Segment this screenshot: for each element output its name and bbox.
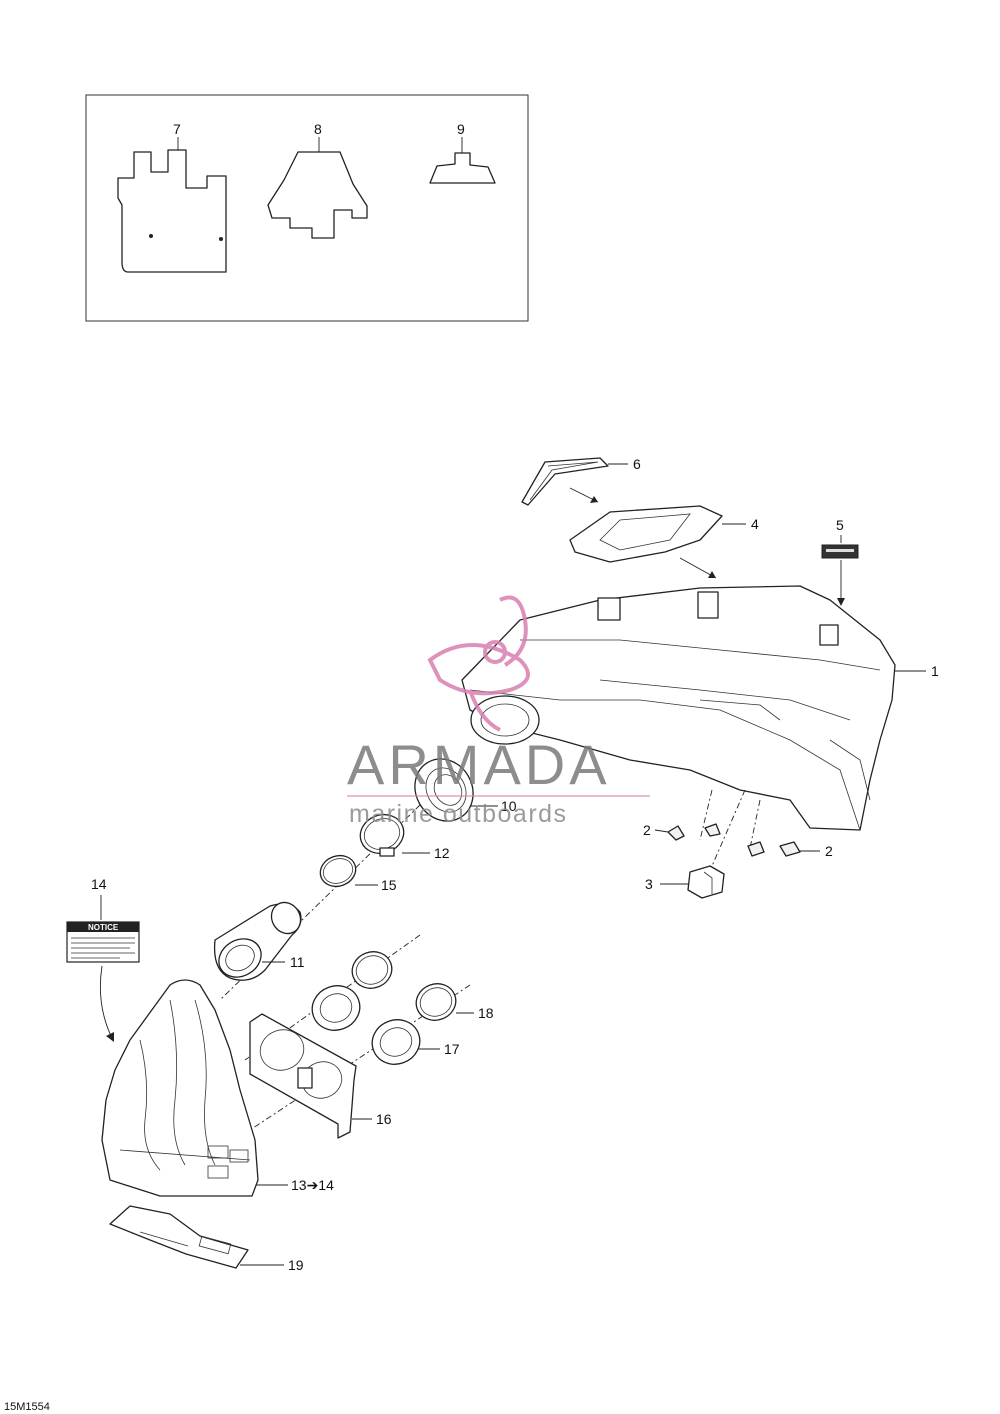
- part-16-plate: [249, 1013, 357, 1139]
- callout-3: 3: [645, 876, 653, 892]
- part-1-airbox: [461, 585, 896, 831]
- part-7-mat: [117, 149, 227, 273]
- callout-11: 11: [290, 954, 305, 970]
- part-19-pad: [109, 1205, 249, 1269]
- part-9-pad: [429, 152, 496, 184]
- callout-12: 12: [434, 845, 450, 861]
- callout-1: 1: [931, 663, 939, 679]
- watermark-tagline: marine outboards: [349, 800, 568, 828]
- callout-14: 14: [91, 876, 107, 892]
- part-5-label: [821, 544, 859, 559]
- part-14-notice-label: NOTICE: [66, 921, 140, 963]
- part-17-boot: [311, 985, 421, 1065]
- callout-15: 15: [381, 877, 397, 893]
- part-2-clip-a: [667, 823, 721, 841]
- callout-13: 13➔14: [291, 1177, 334, 1193]
- part-18-clamp: [351, 951, 457, 1021]
- callout-7: 7: [173, 121, 181, 137]
- callout-19: 19: [288, 1257, 304, 1273]
- part-12-clamp: [359, 813, 405, 857]
- callout-16: 16: [376, 1111, 392, 1127]
- callout-4: 4: [751, 516, 759, 532]
- part-8-mat: [267, 151, 368, 239]
- part-6-gasket: [521, 457, 609, 506]
- notice-heading: NOTICE: [88, 923, 119, 932]
- callout-2-left: 2: [643, 822, 651, 838]
- callout-18: 18: [478, 1005, 494, 1021]
- watermark-brand: ARMADA: [347, 733, 611, 796]
- part-13-housing: [101, 979, 259, 1197]
- callout-2-right: 2: [825, 843, 833, 859]
- part-2-clip-b: [747, 841, 801, 857]
- armada-watermark-logo: ARMADA marine outboards: [347, 595, 650, 828]
- part-10-seal: [414, 758, 474, 822]
- part-3-block: [687, 865, 725, 899]
- callout-9: 9: [457, 121, 465, 137]
- callout-17: 17: [444, 1041, 460, 1057]
- part-4-cover: [569, 505, 723, 563]
- callout-5: 5: [836, 517, 844, 533]
- reference-code: 15M1554: [4, 1401, 50, 1413]
- callout-6: 6: [633, 456, 641, 472]
- part-11-duct: [213, 901, 302, 981]
- callout-10: 10: [501, 798, 517, 814]
- part-15-oring: [319, 854, 357, 888]
- callout-8: 8: [314, 121, 322, 137]
- inset-frame: [85, 94, 529, 322]
